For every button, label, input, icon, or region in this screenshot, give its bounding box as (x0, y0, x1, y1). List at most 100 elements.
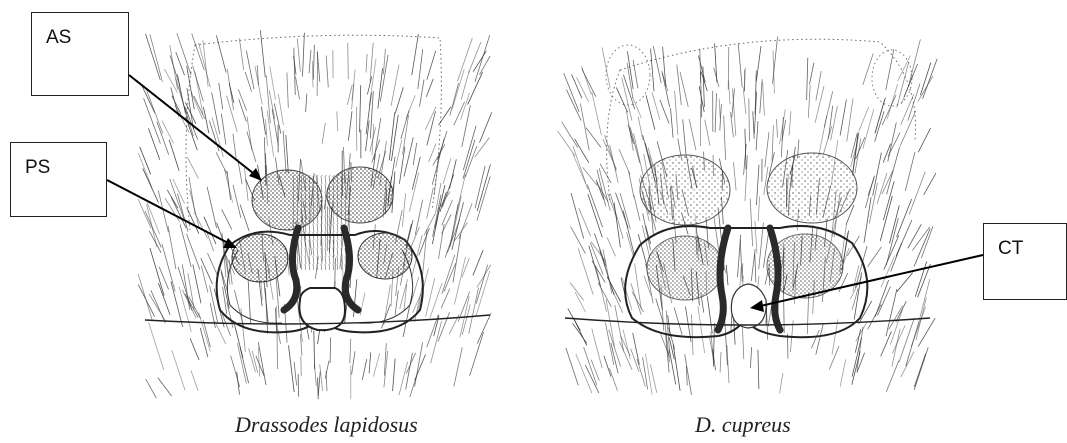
seta-stroke (564, 73, 579, 111)
left-ps-lobe-2 (358, 233, 412, 279)
seta-stroke (393, 359, 396, 391)
seta-stroke (438, 312, 450, 342)
seta-stroke (185, 294, 198, 318)
seta-stroke (219, 83, 223, 109)
seta-stroke (326, 371, 327, 391)
seta-stroke (868, 247, 882, 267)
seta-stroke (698, 306, 705, 353)
seta-stroke (705, 120, 710, 146)
seta-stroke (755, 221, 757, 254)
seta-stroke (646, 95, 655, 130)
seta-stroke (755, 254, 756, 283)
seta-stroke (756, 121, 758, 150)
seta-stroke (477, 176, 490, 220)
seta-stroke (391, 115, 398, 161)
seta-stroke (671, 108, 674, 138)
seta-stroke (442, 214, 452, 234)
seta-stroke (294, 362, 297, 386)
seta-stroke (187, 157, 198, 178)
seta-stroke (191, 370, 198, 391)
seta-stroke (208, 253, 218, 275)
seta-stroke (468, 72, 483, 105)
ps-label-text: PS (25, 157, 50, 179)
left-ps-lobe-1 (232, 234, 288, 282)
seta-stroke (237, 372, 240, 395)
seta-stroke (619, 149, 630, 175)
seta-stroke (325, 361, 329, 379)
seta-stroke (875, 111, 885, 142)
seta-stroke (418, 49, 423, 89)
seta-stroke (566, 348, 578, 386)
seta-stroke (840, 359, 846, 387)
seta-stroke (832, 319, 838, 355)
seta-stroke (662, 73, 669, 107)
seta-stroke (738, 235, 741, 278)
seta-stroke (409, 173, 418, 212)
seta-stroke (909, 172, 925, 215)
seta-stroke (852, 338, 861, 377)
seta-stroke (637, 359, 645, 387)
seta-stroke (905, 152, 915, 191)
seta-stroke (150, 248, 164, 296)
seta-stroke (410, 227, 419, 249)
seta-stroke (480, 112, 492, 142)
seta-stroke (886, 289, 897, 336)
seta-stroke (878, 287, 891, 316)
seta-stroke (597, 183, 609, 202)
seta-stroke (215, 321, 226, 344)
seta-stroke (575, 292, 586, 312)
seta-stroke (406, 353, 413, 390)
seta-stroke (646, 354, 653, 395)
seta-stroke (475, 138, 490, 158)
seta-stroke (246, 50, 254, 89)
seta-stroke (606, 300, 614, 347)
seta-stroke (272, 109, 278, 145)
seta-stroke (306, 94, 307, 112)
seta-stroke (765, 132, 769, 167)
seta-stroke (815, 86, 824, 123)
seta-stroke (886, 49, 894, 90)
seta-stroke (176, 52, 185, 75)
seta-stroke (278, 94, 283, 125)
seta-stroke (612, 288, 623, 312)
seta-stroke (303, 33, 305, 77)
seta-stroke (575, 139, 589, 163)
seta-stroke (896, 220, 912, 257)
seta-stroke (807, 58, 808, 100)
seta-stroke (912, 227, 929, 251)
seta-stroke (406, 95, 415, 119)
seta-stroke (402, 193, 405, 226)
seta-stroke (158, 378, 172, 396)
seta-stroke (738, 44, 742, 88)
seta-stroke (399, 362, 408, 395)
seta-stroke (233, 185, 241, 218)
seta-stroke (777, 119, 778, 137)
seta-stroke (908, 224, 922, 248)
seta-stroke (296, 77, 300, 100)
ct-label-text: CT (998, 238, 1023, 260)
seta-stroke (897, 199, 912, 237)
seta-stroke (865, 177, 874, 208)
as-label-text: AS (46, 27, 71, 49)
seta-stroke (751, 249, 755, 281)
seta-stroke (286, 135, 289, 173)
seta-stroke (245, 72, 252, 92)
seta-stroke (585, 365, 599, 393)
seta-stroke (847, 99, 853, 142)
seta-stroke (378, 68, 383, 108)
seta-stroke (415, 200, 423, 235)
seta-stroke (248, 279, 251, 323)
seta-stroke (145, 211, 161, 247)
seta-stroke (653, 46, 661, 83)
seta-stroke (824, 91, 833, 127)
seta-stroke (855, 139, 861, 174)
seta-stroke (362, 359, 366, 380)
seta-stroke (616, 87, 627, 112)
seta-stroke (223, 287, 227, 314)
seta-stroke (810, 63, 814, 85)
seta-stroke (700, 49, 701, 83)
seta-stroke (884, 235, 899, 269)
seta-stroke (287, 73, 288, 108)
seta-stroke (887, 84, 898, 119)
seta-stroke (914, 229, 930, 267)
